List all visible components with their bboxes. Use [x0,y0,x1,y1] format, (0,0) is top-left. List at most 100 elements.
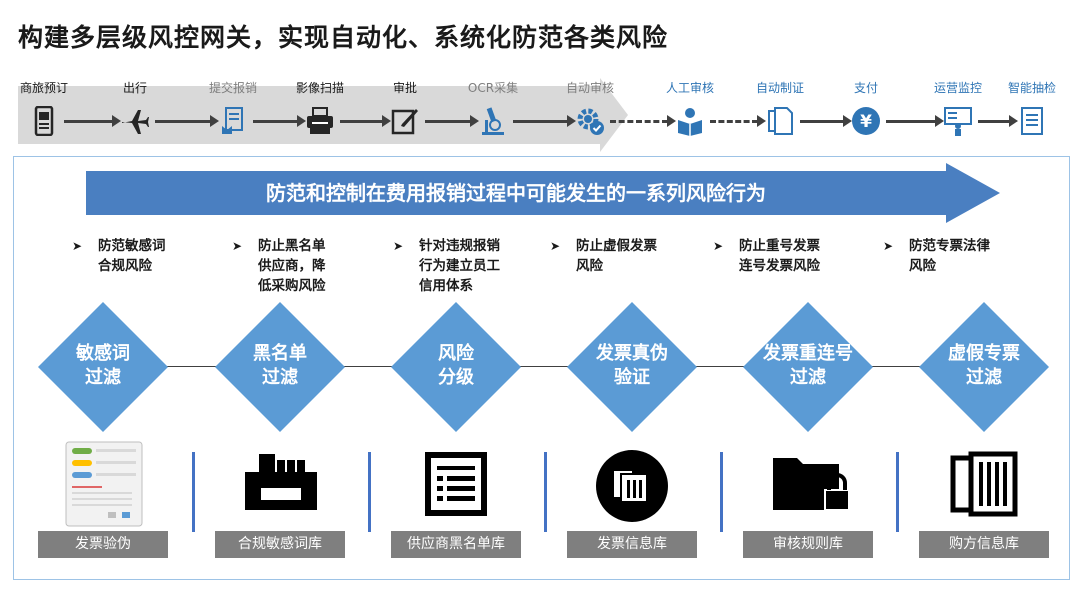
risk-text-line: 行为建立员工 [419,258,500,274]
process-step: 智能抽检 [992,80,1072,136]
filter-connector-line [55,366,1045,367]
process-step: 出行 [95,80,175,136]
process-step: 支付¥ [826,80,906,136]
risk-text-line: 防范专票法律 [909,238,990,254]
bullet-arrow-icon: ➤ [72,239,83,253]
process-arrow [155,115,219,127]
arrowhead-icon [470,115,479,127]
process-arrow [425,115,479,127]
filter-label-line: 发票真伪 [596,343,668,364]
page-title: 构建多层级风控网关，实现自动化、系统化防范各类风险 [18,23,669,52]
filter-label: 发票重连号过滤 [743,342,873,390]
process-step-label: 自动制证 [755,81,804,95]
banner-text: 防范和控制在费用报销过程中可能发生的一系列风险行为 [266,181,766,205]
process-step: 人工审核 [650,80,730,136]
library-label: 供应商黑名单库 [391,531,521,558]
arrowhead-icon [382,115,391,127]
filter-diamond: 虚假专票过滤 [919,302,1049,432]
risk-text: 防范专票法律风险 [909,236,990,276]
process-step-label: 审批 [392,81,417,95]
risk-text-line: 供应商，降 [258,258,326,274]
bullet-arrow-icon: ➤ [550,239,561,253]
arrowhead-icon [297,115,306,127]
arrowhead-icon [667,115,676,127]
column-divider [192,452,195,532]
database-building-icon [215,440,345,530]
filter-label: 敏感词过滤 [38,342,168,390]
library-label: 审核规则库 [743,531,873,558]
filter-diamond: 黑名单过滤 [215,302,345,432]
risk-text: 防止虚假发票风险 [576,236,657,276]
banner-arrow [86,163,1000,223]
risk-text: 防止黑名单供应商，降低采购风险 [258,236,326,296]
process-band-arrowhead [600,78,628,152]
files-icon [919,440,1049,530]
risk-text: 针对违规报销行为建立员工信用体系 [419,236,500,296]
process-step-label: 智能抽检 [1007,81,1056,95]
filter-diamond: 风险分级 [391,302,521,432]
filter-label-line: 黑名单 [253,343,307,364]
locked-folder-icon [743,440,873,530]
process-arrow [253,115,306,127]
arrowhead-icon [843,115,852,127]
library-label: 发票验伪 [38,531,168,558]
column-divider [544,452,547,532]
filter-label-line: 过滤 [966,367,1002,388]
airplane-icon [120,106,150,136]
library-label: 合规敏感词库 [215,531,345,558]
risk-item: ➤ 防范专票法律风险 [883,236,990,276]
arrowhead-icon [757,115,766,127]
library-label: 购方信息库 [919,531,1049,558]
process-step: 自动审核 [550,80,630,136]
list-document-icon [391,440,521,530]
approve-edit-icon [390,106,420,136]
bullet-arrow-icon: ➤ [883,239,894,253]
arrowhead-icon [1009,115,1018,127]
filter-diamond: 敏感词过滤 [38,302,168,432]
yen-coin-icon: ¥ [851,106,881,136]
filter-diamond: 发票重连号过滤 [743,302,873,432]
bullet-arrow-icon: ➤ [393,239,404,253]
person-reading-icon [675,106,705,136]
process-step: 审批 [365,80,445,136]
documents-icon [765,106,795,136]
filter-label-line: 分级 [438,367,474,388]
form-screenshot-icon [38,440,168,530]
column-divider [368,452,371,532]
filter-label-line: 过滤 [262,367,298,388]
checklist-icon [1017,106,1047,136]
process-step-label: 提交报销 [208,81,257,95]
process-step-label: OCR采集 [467,81,519,95]
scanner-icon [305,106,335,136]
arrowhead-icon [210,115,219,127]
process-step: 运营监控 [918,80,998,136]
process-step-label: 自动审核 [565,81,614,95]
process-step: 影像扫描 [280,80,360,136]
process-step: OCR采集 [453,80,533,136]
process-step-label: 影像扫描 [295,81,344,95]
risk-text: 防止重号发票连号发票风险 [739,236,820,276]
process-arrow [710,115,766,127]
process-arrow [610,115,676,127]
microscope-icon [478,106,508,136]
process-step: 自动制证 [740,80,820,136]
phone-booking-icon [29,105,59,137]
process-step-label: 商旅预订 [19,81,68,95]
arrowhead-icon [935,115,944,127]
risk-text-line: 风险 [909,258,936,274]
filter-diamond: 发票真伪验证 [567,302,697,432]
invoice-stack-icon [567,440,697,530]
filter-label-line: 发票重连号 [763,343,853,364]
filter-label: 风险分级 [391,342,521,390]
library-label: 发票信息库 [567,531,697,558]
bullet-arrow-icon: ➤ [713,239,724,253]
svg-text:¥: ¥ [860,112,872,132]
filter-label-line: 敏感词 [76,343,130,364]
risk-item: ➤ 防止重号发票连号发票风险 [713,236,820,276]
risk-text-line: 合规风险 [98,258,152,274]
risk-text-line: 风险 [576,258,603,274]
risk-text-line: 针对违规报销 [419,238,500,254]
process-step-label: 运营监控 [933,81,982,95]
filter-label: 虚假专票过滤 [919,342,1049,390]
filter-label: 发票真伪验证 [567,342,697,390]
